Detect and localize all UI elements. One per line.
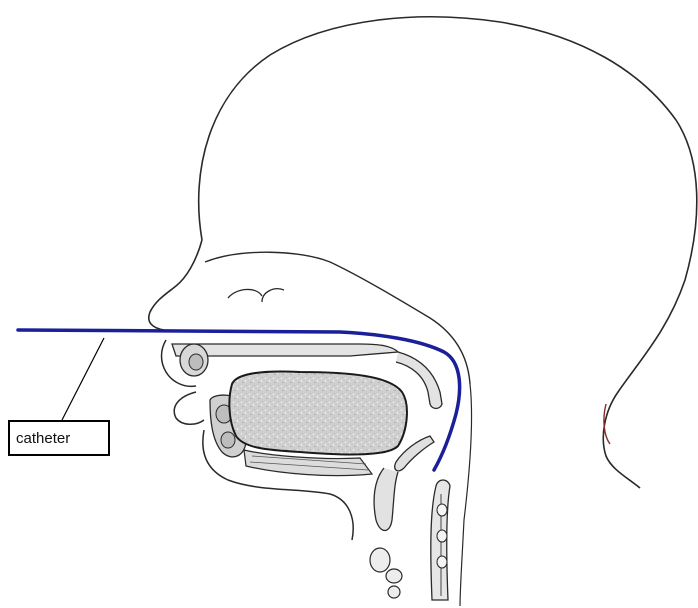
larynx-column [374,468,398,531]
tongue [229,372,407,455]
lower-tooth-inner-2 [221,432,235,448]
vertebra-3 [437,556,447,568]
turbinate-2 [262,289,284,302]
lower-lip [174,392,204,424]
trachea-ring-2 [386,569,402,583]
trachea-ring-1 [370,548,390,572]
catheter-label: catheter [16,430,70,447]
leader-line [62,338,104,420]
nose-profile [149,240,202,330]
upper-tooth-inner [189,354,203,370]
neck-back [460,384,472,606]
trachea-ring-3 [388,586,400,598]
vertebra-2 [437,530,447,542]
turbinate-1 [228,289,262,298]
catheter-label-box: catheter [8,420,110,456]
vertebra-1 [437,504,447,516]
nasal-cavity [205,252,470,384]
